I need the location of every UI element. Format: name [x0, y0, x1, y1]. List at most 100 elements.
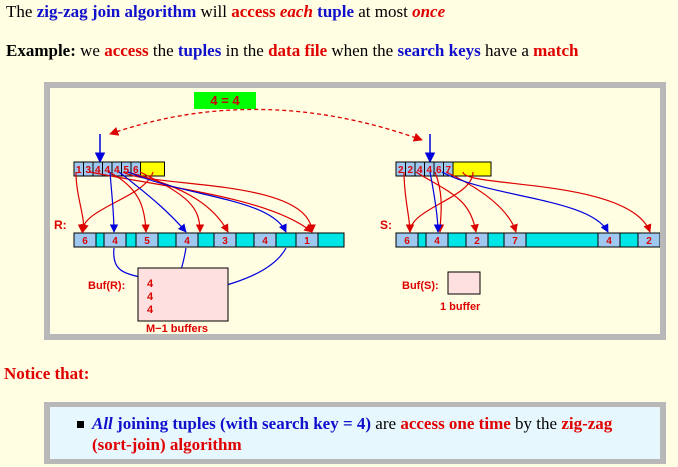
r-pointer-arrows	[75, 171, 316, 233]
intro-algorithm: zig-zag join algorithm	[36, 2, 197, 21]
s-index-key: 4	[417, 165, 423, 176]
r-index-key: 4	[95, 165, 101, 176]
s-data-tuple-key: 6	[404, 236, 410, 247]
s-data-tuple-key: 2	[646, 236, 652, 247]
r-data-tuple	[295, 232, 319, 248]
example-text: have a	[480, 41, 534, 60]
s-relation-label: S:	[380, 218, 392, 232]
buf-r-box	[137, 267, 229, 322]
s-data-tuple	[465, 232, 489, 248]
s-data-tuple	[395, 232, 419, 248]
intro-text: The	[6, 2, 37, 21]
note-text-part: by the	[510, 414, 562, 433]
note-joining: joining tuples (with search key = 4)	[112, 414, 372, 433]
s-fetch-arrows	[429, 171, 609, 233]
buf-s-label: Buf(S):	[402, 280, 439, 292]
example-data-file: data file	[268, 41, 328, 60]
buf-r-value: 4	[147, 291, 154, 303]
s-data-tuple	[503, 232, 527, 248]
example-text: when the	[327, 41, 398, 60]
r-blue-arrow	[127, 171, 287, 233]
match-badge	[194, 92, 256, 109]
s-data-tuple	[597, 232, 621, 248]
r-index-key: 5	[123, 165, 129, 176]
r-data-tuple	[103, 232, 127, 248]
bullet-icon	[77, 421, 84, 428]
r-arrow	[108, 171, 150, 233]
notice-heading: Notice that:	[4, 364, 90, 383]
r-data-tuple-key: 4	[112, 236, 118, 247]
s-arrow	[403, 171, 415, 233]
example-tuples: tuples	[177, 41, 222, 60]
r-data-tuple-key: 4	[184, 236, 190, 247]
s-pointer-arrows	[403, 171, 652, 233]
intro-line: The zig-zag join algorithm will access e…	[6, 2, 445, 22]
intro-once: once	[412, 2, 446, 21]
note-frame: All joining tuples (with search key = 4)…	[44, 402, 666, 464]
buf-r-value: 4	[147, 278, 154, 290]
example-search-keys: search keys	[397, 41, 481, 60]
s-arrow	[462, 171, 652, 233]
match-badge-label: 4 = 4	[210, 93, 240, 108]
intro-text: at most	[354, 2, 413, 21]
r-index-key: 4	[114, 165, 120, 176]
buf-r-caption: M−1 buffers	[146, 323, 208, 334]
example-label: Example:	[6, 41, 76, 60]
intro-text: will	[196, 2, 232, 21]
s-data-tuple-key: 2	[474, 236, 480, 247]
note-box: All joining tuples (with search key = 4)…	[50, 407, 660, 459]
buf-r-label: Buf(R):	[88, 280, 125, 292]
intro-tuple: tuple	[317, 2, 354, 21]
intro-each: each	[279, 2, 313, 21]
example-text: in the	[221, 41, 269, 60]
match-arc	[109, 108, 423, 142]
s-blue-arrow	[441, 171, 609, 233]
buf-s-caption: 1 buffer	[440, 301, 481, 313]
note-text: All joining tuples (with search key = 4)…	[92, 413, 652, 455]
r-data-tuple-key: 5	[144, 236, 150, 247]
note-all: All	[92, 414, 113, 433]
s-index-free-space	[452, 161, 492, 177]
s-blue-arrow	[429, 171, 443, 233]
example-text: the	[148, 41, 178, 60]
r-blue-arrow	[118, 171, 187, 233]
example-access: access	[104, 41, 149, 60]
r-arrow	[75, 171, 89, 233]
s-data-tuple-key: 7	[512, 236, 518, 247]
s-index-key: 2	[398, 165, 404, 176]
s-arrow	[415, 171, 479, 233]
r-data-tuple	[213, 232, 237, 248]
r-data-tuple	[73, 232, 97, 248]
s-index-key: 7	[445, 165, 451, 176]
note-access: access one time	[400, 414, 511, 433]
example-text: we	[75, 41, 105, 60]
r-relation-label: R:	[54, 218, 67, 232]
s-index-key: 2	[407, 165, 413, 176]
s-index-key: 6	[436, 165, 442, 176]
buf-s-box	[447, 271, 481, 295]
s-arrow	[445, 171, 518, 233]
note-algorithm: zig-zag (sort-join) algorithm	[92, 414, 613, 454]
s-index-key: 4	[426, 165, 432, 176]
note-text-part: are	[371, 414, 401, 433]
intro-access: access	[231, 2, 276, 21]
r-index-key: 6	[133, 165, 139, 176]
r-data-tuple-key: 1	[304, 236, 310, 247]
r-data-tuple-key: 4	[262, 236, 268, 247]
r-index-key: 3	[85, 165, 91, 176]
s-data-tuple-key: 4	[434, 236, 440, 247]
r-arrow	[126, 171, 229, 233]
r-index-free-space	[140, 161, 165, 177]
r-data-tuple	[175, 232, 199, 248]
s-data-tuple	[637, 232, 660, 248]
buf-r-value: 4	[147, 304, 154, 316]
r-index-key: 4	[104, 165, 110, 176]
r-index-key: 1	[76, 165, 82, 176]
